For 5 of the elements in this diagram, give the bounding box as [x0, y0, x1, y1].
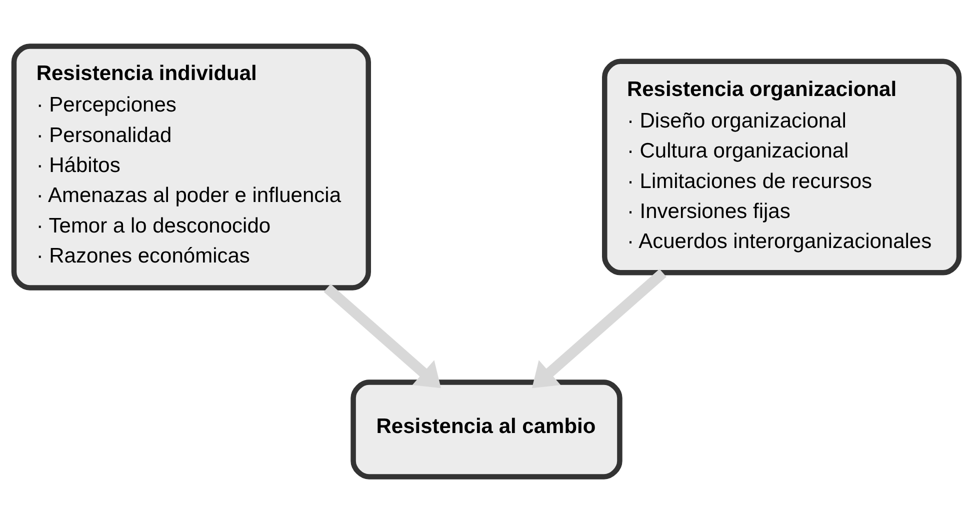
node-box: Resistencia al cambio — [350, 380, 622, 480]
node-box: Resistencia individual · Percepciones · Personalidad · Hábitos · Amenazas al poder e influencia · Temor a lo desconocido · Razones económicas — [11, 44, 371, 290]
arrow — [532, 268, 666, 388]
node-box: Resistencia organizacional · Diseño organizacional · Cultura organizacional · Limitaciones de recursos · Inversiones fijas · Acuerdos interorganizacionales — [602, 58, 962, 276]
arrow — [324, 284, 441, 388]
